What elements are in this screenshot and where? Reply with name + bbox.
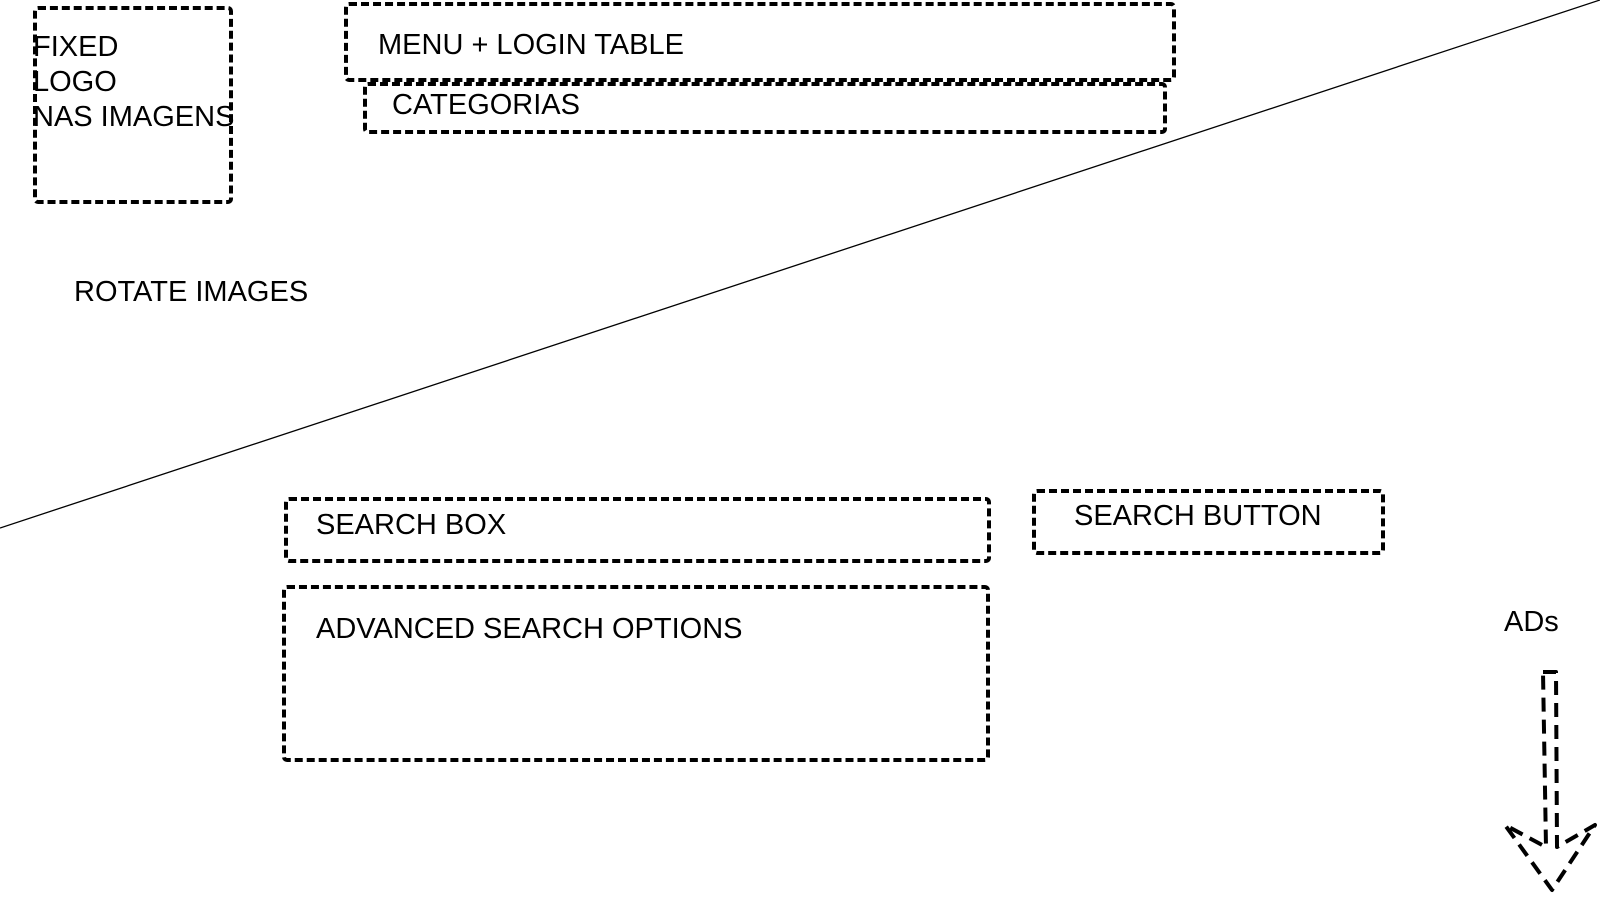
search-button-label: SEARCH BUTTON xyxy=(1074,500,1322,532)
search-box xyxy=(284,497,991,563)
dashed-down-arrow-icon xyxy=(1503,670,1597,892)
rotate-images-label: ROTATE IMAGES xyxy=(74,276,309,308)
menu-login-table-box xyxy=(344,2,1176,82)
menu-login-table-label: MENU + LOGIN TABLE xyxy=(378,29,684,61)
logo-label-line-3: NAS IMAGENS xyxy=(33,101,235,133)
logo-label-line-1: FIXED xyxy=(33,31,119,63)
advanced-search-options-label: ADVANCED SEARCH OPTIONS xyxy=(316,613,743,645)
search-button-box xyxy=(1032,489,1385,555)
logo-placeholder-label: FIXED LOGO NAS IMAGENS xyxy=(33,30,234,135)
logo-placeholder-box xyxy=(33,6,233,204)
categories-label: CATEGORIAS xyxy=(392,89,580,121)
advanced-search-options-box xyxy=(282,585,990,762)
search-box-label: SEARCH BOX xyxy=(316,509,507,541)
logo-label-line-2: LOGO xyxy=(33,66,117,98)
ads-label: ADs xyxy=(1504,606,1559,638)
categories-box xyxy=(363,82,1167,134)
